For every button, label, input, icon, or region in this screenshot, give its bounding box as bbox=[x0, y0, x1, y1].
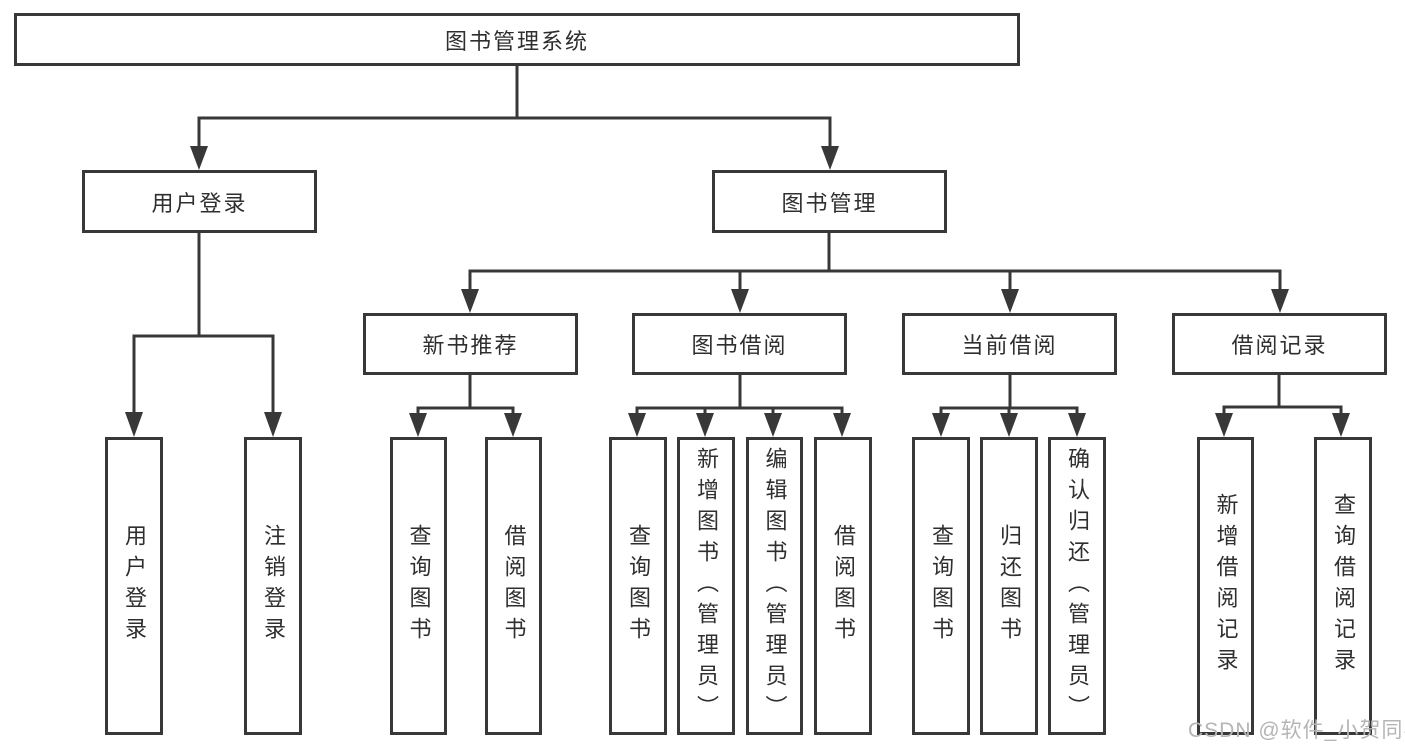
node-current-borrowing-label: 当前借阅 bbox=[961, 333, 1058, 358]
leaf-query-borrow-record: 查询借阅记录 bbox=[1314, 437, 1372, 735]
arrowhead bbox=[1215, 413, 1233, 437]
arrowhead bbox=[1332, 413, 1350, 437]
leaf-edit-book-admin-label: 编辑图书（管理员） bbox=[762, 446, 788, 726]
node-book-management: 图书管理 bbox=[712, 170, 947, 233]
arrowhead bbox=[696, 413, 714, 437]
node-new-book-recommend: 新书推荐 bbox=[363, 313, 578, 375]
leaf-return-books-label: 归还图书 bbox=[997, 524, 1022, 648]
leaf-query-books-current: 查询图书 bbox=[912, 437, 970, 735]
leaf-user-login-label: 用户登录 bbox=[122, 524, 147, 648]
leaf-borrow-books-borrowing: 借阅图书 bbox=[814, 437, 872, 735]
node-user-login-label: 用户登录 bbox=[151, 190, 248, 216]
leaf-borrow-books-recommend-label: 借阅图书 bbox=[501, 524, 527, 648]
leaf-confirm-return-admin: 确认归还（管理员） bbox=[1048, 437, 1106, 735]
arrowhead bbox=[1000, 413, 1018, 437]
arrowhead bbox=[190, 146, 208, 170]
node-book-borrowing-label: 图书借阅 bbox=[691, 333, 788, 358]
leaf-user-login: 用户登录 bbox=[105, 437, 163, 735]
leaf-query-books-recommend: 查询图书 bbox=[390, 437, 447, 735]
arrowhead bbox=[1271, 289, 1289, 313]
leaf-query-books-current-label: 查询图书 bbox=[929, 524, 954, 648]
arrowhead bbox=[821, 146, 839, 170]
leaf-query-borrow-record-label: 查询借阅记录 bbox=[1331, 493, 1356, 679]
node-new-book-recommend-label: 新书推荐 bbox=[422, 333, 519, 358]
arrowhead bbox=[1001, 289, 1019, 313]
leaf-borrow-books-borrowing-label: 借阅图书 bbox=[831, 524, 856, 648]
node-book-borrowing: 图书借阅 bbox=[632, 313, 847, 375]
leaf-edit-book-admin: 编辑图书（管理员） bbox=[746, 437, 803, 735]
leaf-return-books: 归还图书 bbox=[980, 437, 1038, 735]
arrowhead bbox=[409, 413, 427, 437]
leaf-logout: 注销登录 bbox=[244, 437, 302, 735]
arrowhead bbox=[764, 413, 782, 437]
arrowhead bbox=[1068, 413, 1086, 437]
arrowhead bbox=[504, 413, 522, 437]
arrowhead bbox=[461, 289, 479, 313]
watermark: CSDN @软件_小贺同学 bbox=[1188, 719, 1405, 742]
arrowhead bbox=[628, 413, 646, 437]
arrowhead bbox=[264, 412, 282, 437]
leaf-confirm-return-admin-label: 确认归还（管理员） bbox=[1065, 446, 1090, 726]
leaf-query-books-borrowing: 查询图书 bbox=[609, 437, 667, 735]
leaf-add-borrow-record: 新增借阅记录 bbox=[1197, 437, 1254, 735]
arrowhead bbox=[833, 413, 851, 437]
leaf-query-books-recommend-label: 查询图书 bbox=[406, 524, 432, 648]
node-book-management-label: 图书管理 bbox=[781, 190, 878, 216]
arrowhead bbox=[125, 412, 143, 437]
arrowhead bbox=[731, 289, 749, 313]
leaf-add-book-admin: 新增图书（管理员） bbox=[677, 437, 735, 735]
leaf-add-borrow-record-label: 新增借阅记录 bbox=[1213, 493, 1239, 679]
leaf-borrow-books-recommend: 借阅图书 bbox=[485, 437, 542, 735]
node-root-label: 图书管理系统 bbox=[444, 28, 589, 54]
leaf-logout-label: 注销登录 bbox=[261, 524, 286, 648]
node-root: 图书管理系统 bbox=[14, 13, 1020, 66]
leaf-query-books-borrowing-label: 查询图书 bbox=[626, 524, 651, 648]
node-current-borrowing: 当前借阅 bbox=[902, 313, 1117, 375]
arrowhead bbox=[932, 413, 950, 437]
node-borrow-records-label: 借阅记录 bbox=[1231, 333, 1328, 358]
node-borrow-records: 借阅记录 bbox=[1172, 313, 1387, 375]
leaf-add-book-admin-label: 新增图书（管理员） bbox=[694, 446, 719, 726]
node-user-login: 用户登录 bbox=[82, 170, 317, 233]
